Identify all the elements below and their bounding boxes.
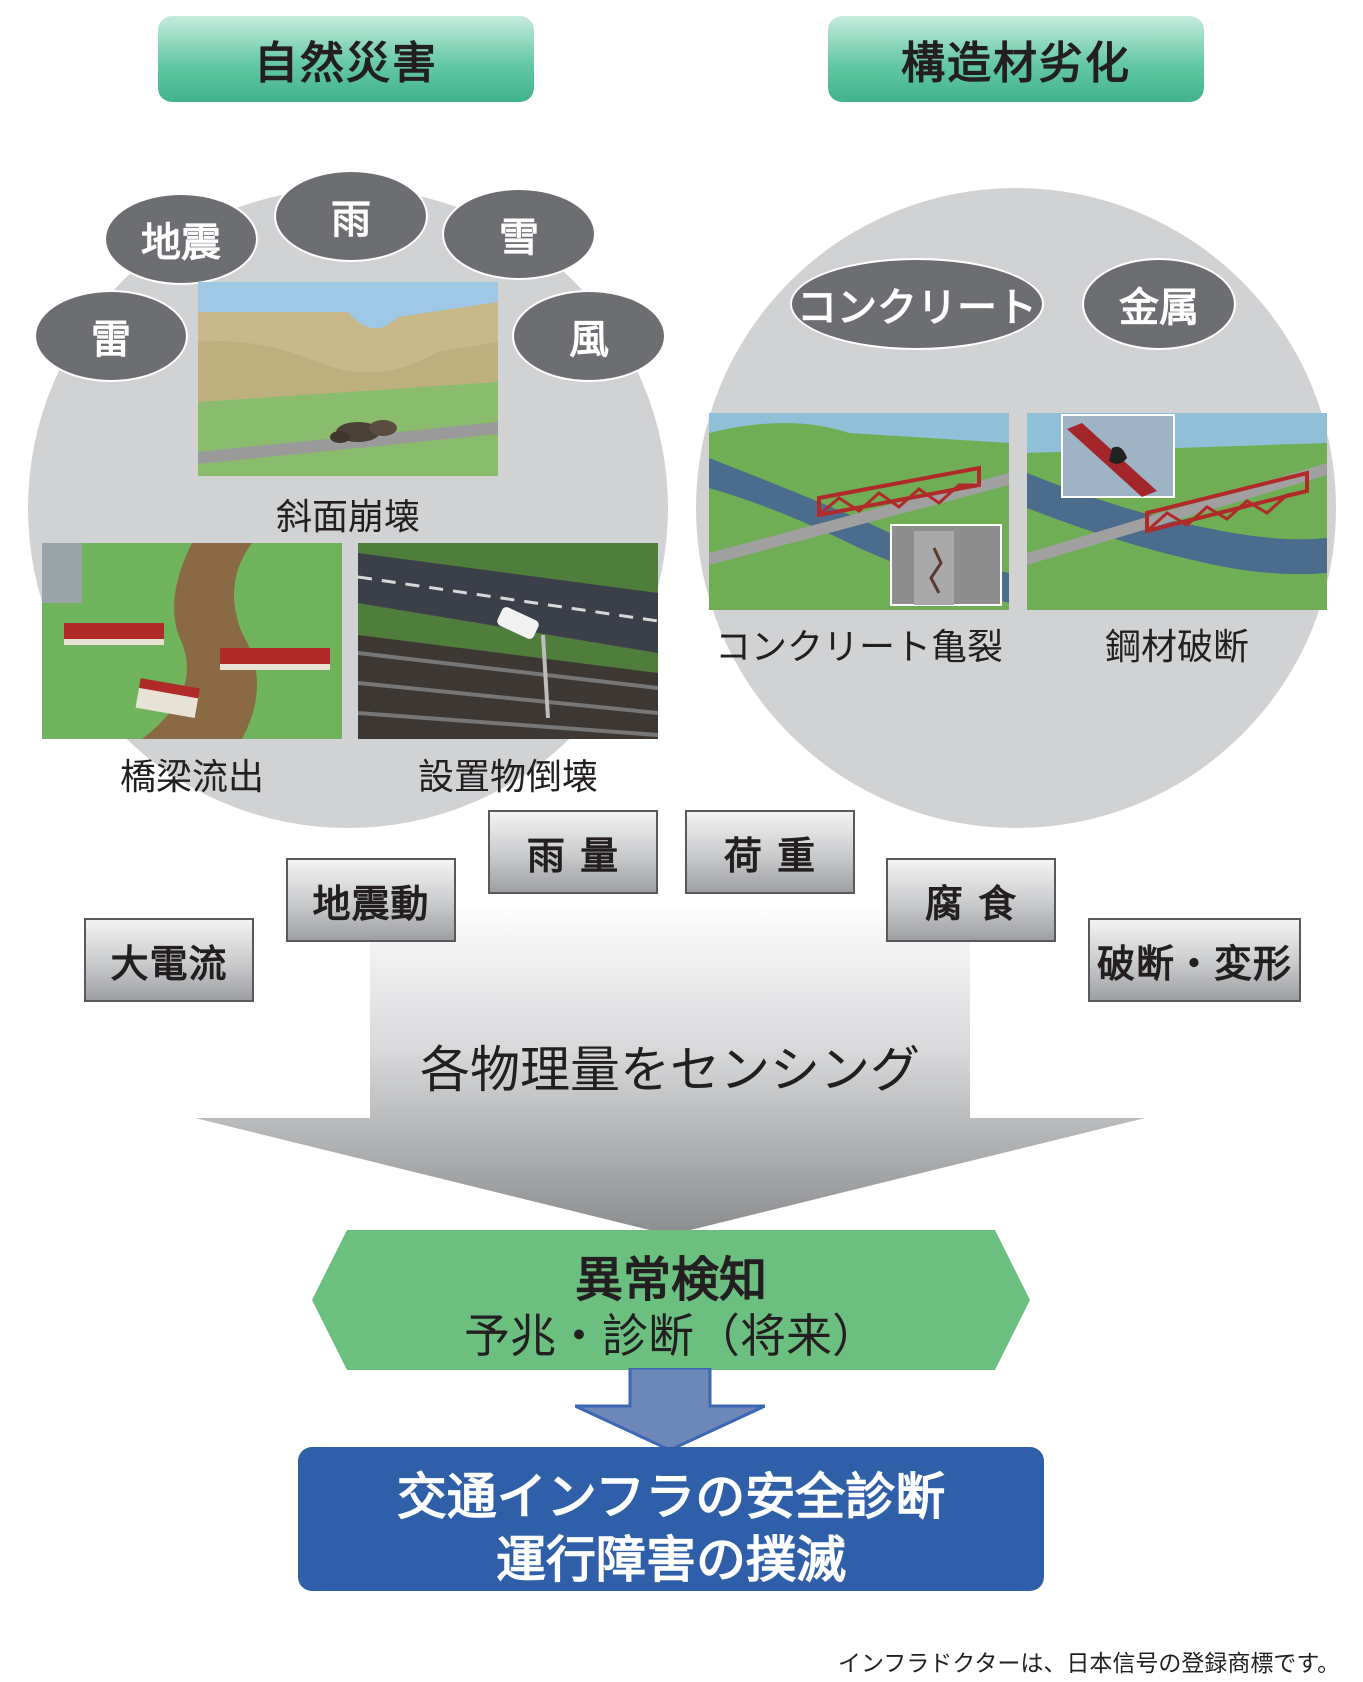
arrow-label: 各物理量をセンシング (420, 1041, 920, 1099)
oval-snow-label: 雪 (499, 215, 539, 261)
concrete-crack-image (709, 413, 1009, 610)
sensing-arrow (195, 900, 1145, 1235)
oval-earthquake-label: 地震 (141, 220, 221, 266)
steel-fracture-image (1027, 413, 1327, 610)
sensor-corrosion: 腐 食 (886, 858, 1056, 942)
caption-slope-collapse: 斜面崩壊 (275, 497, 420, 538)
caption-concrete-crack: コンクリート亀裂 (714, 627, 1003, 668)
sensor-rainfall-label: 雨 量 (526, 833, 620, 878)
detection-title: 異常検知 (574, 1252, 767, 1308)
caption-bridge-washout: 橋梁流出 (119, 757, 264, 798)
oval-snow: 雪 (442, 188, 596, 280)
oval-concrete: コンクリート (790, 258, 1044, 350)
oval-metal-label: 金属 (1119, 285, 1199, 331)
header-structural-degradation-label: 構造材劣化 (901, 38, 1131, 89)
oval-thunder-label: 雷 (91, 317, 131, 363)
sensor-load-label: 荷 重 (723, 833, 817, 878)
header-structural-degradation: 構造材劣化 (828, 16, 1204, 102)
sensor-seismic-motion-label: 地震動 (312, 881, 430, 926)
down-arrow (575, 1368, 765, 1450)
installation-collapse-image (358, 543, 658, 739)
oval-metal: 金属 (1082, 258, 1236, 350)
goal-line-2: 運行障害の撲滅 (496, 1531, 846, 1589)
header-natural-disaster-label: 自然災害 (254, 38, 438, 89)
trademark-footnote: インフラドクターは、日本信号の登録商標です。 (838, 1651, 1341, 1677)
detection-subtitle: 予兆・診断（将来） (464, 1309, 878, 1363)
oval-wind-label: 風 (569, 317, 609, 363)
header-natural-disaster: 自然災害 (158, 16, 534, 102)
sensor-large-current-label: 大電流 (110, 941, 228, 986)
sensor-corrosion-label: 腐 食 (924, 881, 1018, 926)
oval-earthquake: 地震 (104, 193, 258, 285)
sensor-fracture-deformation: 破断・変形 (1088, 918, 1301, 1002)
sensor-seismic-motion: 地震動 (286, 858, 456, 942)
sensor-load: 荷 重 (685, 810, 855, 894)
oval-rain: 雨 (274, 170, 428, 262)
goal-line-1: 交通インフラの安全診断 (396, 1468, 946, 1526)
oval-thunder: 雷 (34, 290, 188, 382)
oval-concrete-label: コンクリート (797, 285, 1037, 331)
caption-installation-collapse: 設置物倒壊 (417, 757, 598, 798)
caption-steel-fracture: 鋼材破断 (1104, 627, 1249, 668)
goal-box (298, 1447, 1044, 1591)
sensor-fracture-deformation-label: 破断・変形 (1096, 941, 1292, 986)
sensor-large-current: 大電流 (84, 918, 254, 1002)
oval-rain-label: 雨 (331, 197, 371, 243)
bridge-washout-image (42, 543, 342, 739)
anomaly-detection-banner (312, 1230, 1030, 1370)
sensor-rainfall: 雨 量 (488, 810, 658, 894)
slope-collapse-image (198, 282, 498, 476)
oval-wind: 風 (512, 290, 666, 382)
